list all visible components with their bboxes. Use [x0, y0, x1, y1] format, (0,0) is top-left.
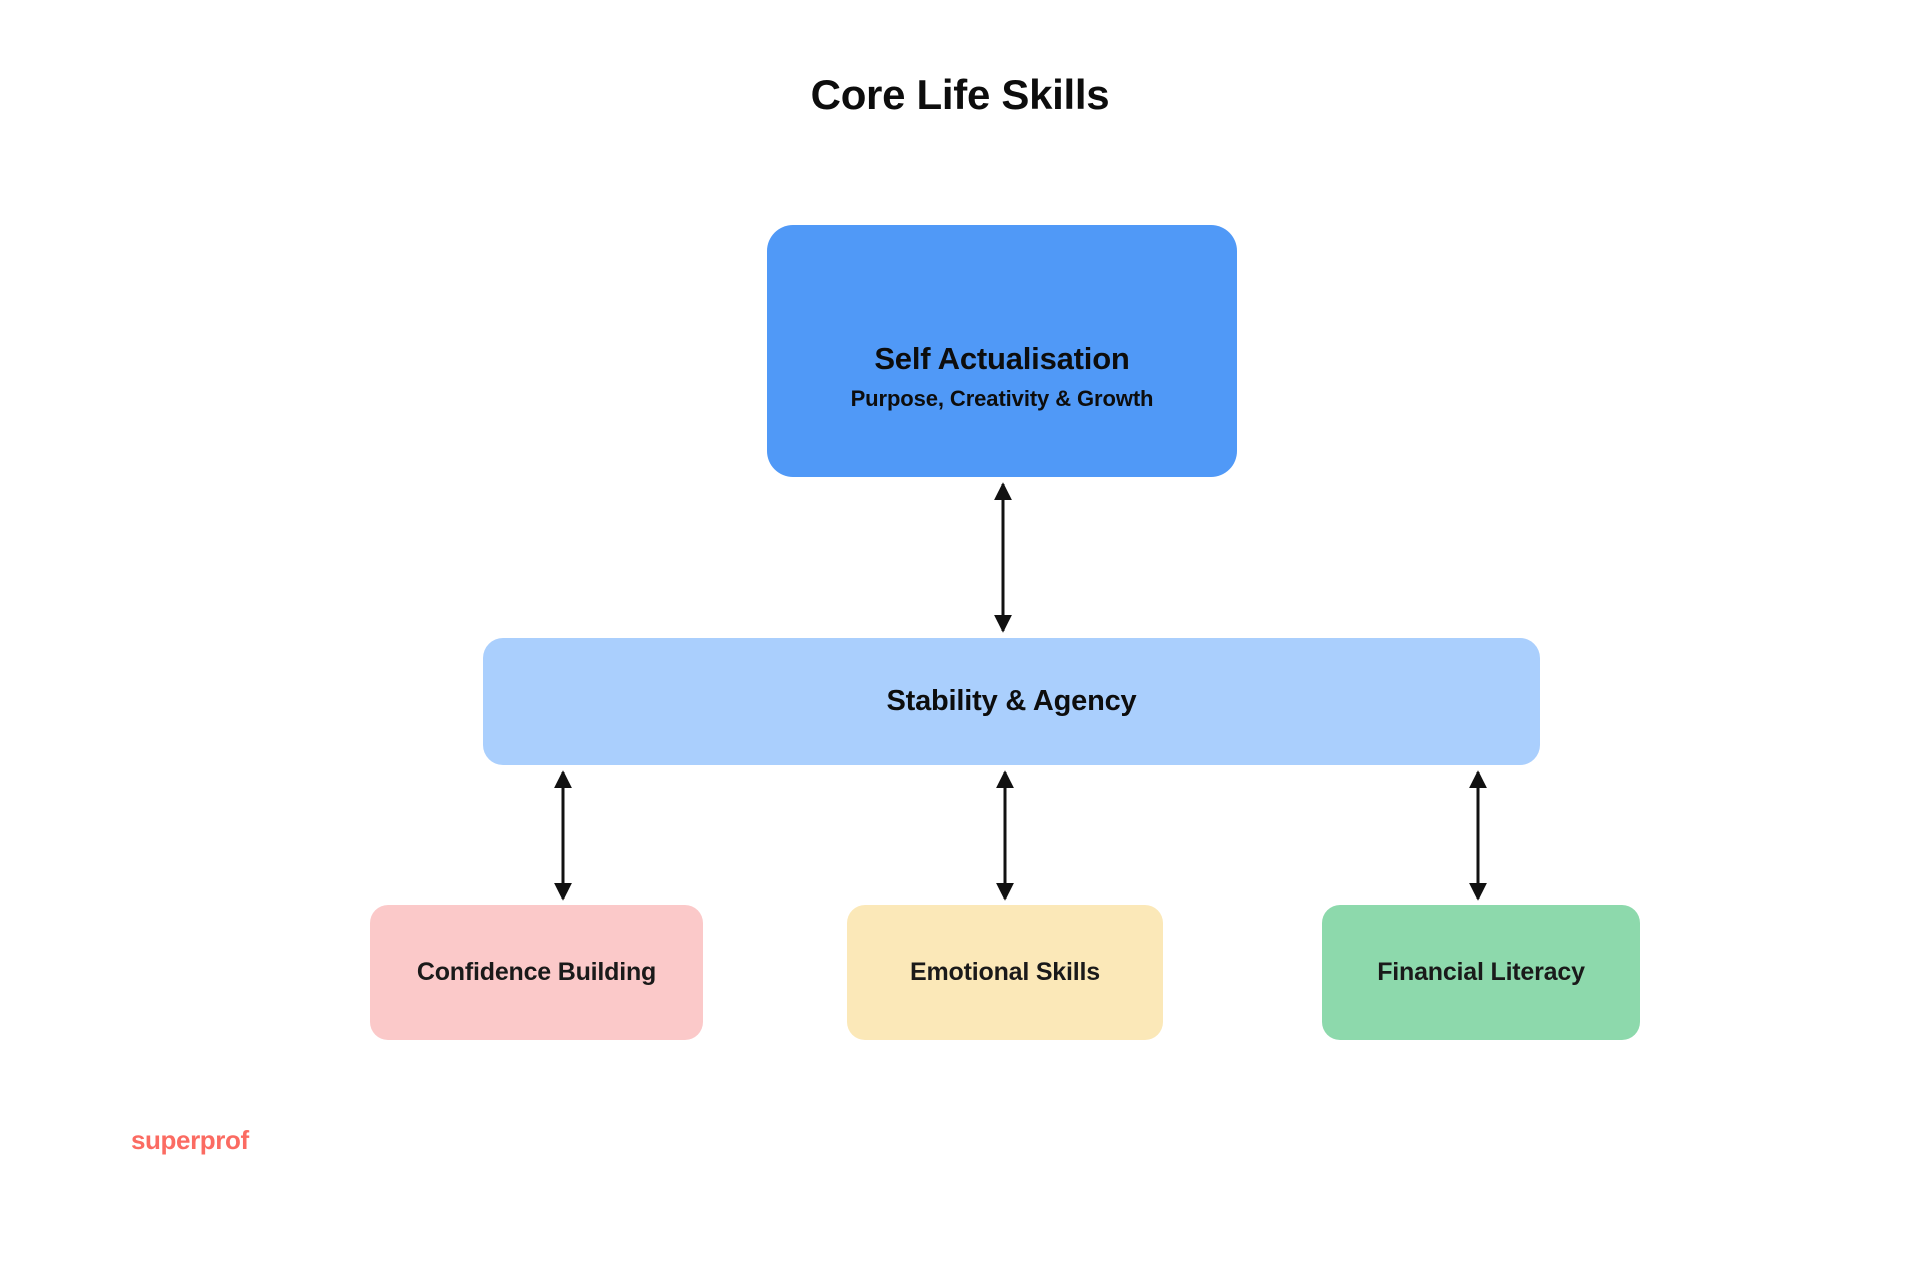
node-emotional-skills[interactable]: Emotional Skills	[847, 905, 1163, 1040]
superprof-watermark: superprof	[131, 1125, 249, 1155]
node-confidence-building-title: Confidence Building	[416, 958, 657, 986]
node-confidence-building[interactable]: Confidence Building	[370, 905, 703, 1040]
page-title: Core Life Skills	[810, 71, 1110, 118]
node-stability-and-agency-title: Stability & Agency	[886, 685, 1137, 717]
node-self-actualisation-subtitle: Purpose, Creativity & Growth	[850, 386, 1154, 412]
node-self-actualisation-title: Self Actualisation	[874, 341, 1130, 377]
node-self-actualisation[interactable]: Self Actualisation Purpose, Creativity &…	[767, 225, 1237, 477]
node-emotional-skills-title: Emotional Skills	[910, 958, 1100, 986]
node-financial-literacy-title: Financial Literacy	[1377, 958, 1585, 986]
node-financial-literacy[interactable]: Financial Literacy	[1322, 905, 1640, 1040]
node-stability-and-agency[interactable]: Stability & Agency	[483, 638, 1540, 765]
